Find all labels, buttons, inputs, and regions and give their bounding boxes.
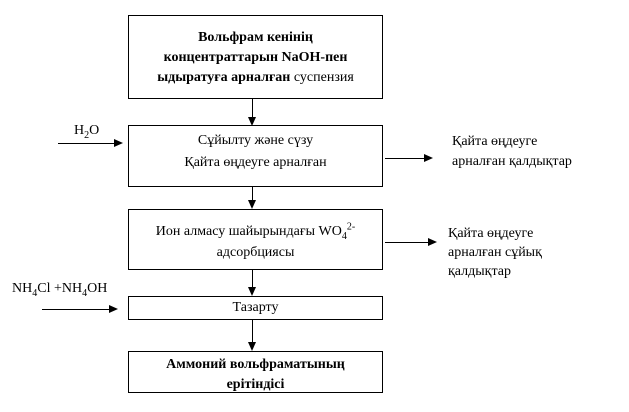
adsorption-formula-sup: 2- — [346, 221, 356, 233]
arrowhead-right-icon — [424, 154, 433, 162]
input-reagent-arrow-line — [42, 309, 110, 310]
box-purification: Тазарту — [128, 296, 383, 320]
connector-line-4 — [252, 320, 253, 343]
reagent-formula-p2: Cl +NH — [37, 281, 83, 296]
box-suspension-line3: ыдыратуға арналған суспензия — [129, 68, 382, 88]
arrowhead-right-icon — [114, 139, 123, 147]
output-solid-waste-label: Қайта өңдеуге арналған қалдықтар — [452, 132, 572, 172]
box-dilution-line1: Сұйылту және сүзу — [197, 133, 314, 148]
liquid-waste-line3: қалдықтар — [448, 264, 511, 279]
adsorption-formula-sub: 4 — [341, 230, 347, 242]
input-water-label: H2O — [74, 123, 100, 141]
solid-waste-line1: Қайта өңдеуге — [452, 134, 538, 149]
arrowhead-down-icon — [248, 287, 256, 296]
box-dilution-line2: Қайта өңдеуге арналған — [184, 155, 327, 170]
box-solution-line2: ерітіндісі — [226, 377, 285, 392]
adsorption-formula-pre: Ион алмасу шайырындағы WO — [155, 224, 342, 239]
connector-line-2 — [252, 187, 253, 201]
connector-line-1 — [252, 99, 253, 118]
box-suspension-line1: Вольфрам кенінің — [198, 30, 313, 45]
water-formula-sub: 2 — [84, 129, 90, 141]
arrowhead-right-icon — [109, 305, 118, 313]
box-adsorption-line1: Ион алмасу шайырындағы WO42- — [129, 221, 382, 242]
box-suspension-line3-tail: суспензия — [293, 70, 354, 85]
reagent-formula-s2: 4 — [82, 287, 88, 299]
water-formula-post: O — [89, 123, 100, 138]
reagent-formula-s1: 4 — [32, 287, 38, 299]
output-solid-waste-arrow-line — [385, 158, 425, 159]
arrowhead-down-icon — [248, 200, 256, 209]
connector-line-3 — [252, 270, 253, 288]
arrowhead-down-icon — [248, 117, 256, 126]
input-reagent-label: NH4Cl +NH4OH — [12, 281, 108, 299]
box-purification-label: Тазарту — [232, 300, 279, 315]
box-solution-line1: Аммоний вольфраматының — [166, 357, 345, 372]
arrowhead-right-icon — [428, 238, 437, 246]
water-formula-pre: H — [74, 123, 85, 138]
reagent-formula-p1: NH — [12, 281, 33, 296]
liquid-waste-line2: арналған сұйық — [448, 245, 542, 260]
box-dilution-filtration: Сұйылту және сүзу Қайта өңдеуге арналған… — [128, 125, 383, 187]
box-suspension-line3-bold: ыдыратуға арналған — [157, 70, 294, 85]
box-solution: Аммоний вольфраматының ерітіндісі — [128, 351, 383, 393]
box-adsorption: Ион алмасу шайырындағы WO42- адсорбциясы — [128, 209, 383, 270]
box-suspension: Вольфрам кенінің концентраттарын NaOH-пе… — [128, 15, 383, 99]
liquid-waste-line1: Қайта өңдеуге — [448, 226, 534, 241]
box-adsorption-line2: адсорбциясы — [216, 245, 295, 260]
input-water-arrow-line — [58, 143, 115, 144]
box-suspension-line2: концентраттарын NaOH-пен — [163, 50, 348, 65]
output-liquid-waste-label: Қайта өңдеуге арналған сұйық қалдықтар — [448, 224, 542, 281]
arrowhead-down-icon — [248, 342, 256, 351]
solid-waste-line2: арналған қалдықтар — [452, 154, 572, 169]
reagent-formula-p3: OH — [87, 281, 108, 296]
output-liquid-waste-arrow-line — [385, 242, 429, 243]
clipped-text-mask — [130, 181, 381, 186]
